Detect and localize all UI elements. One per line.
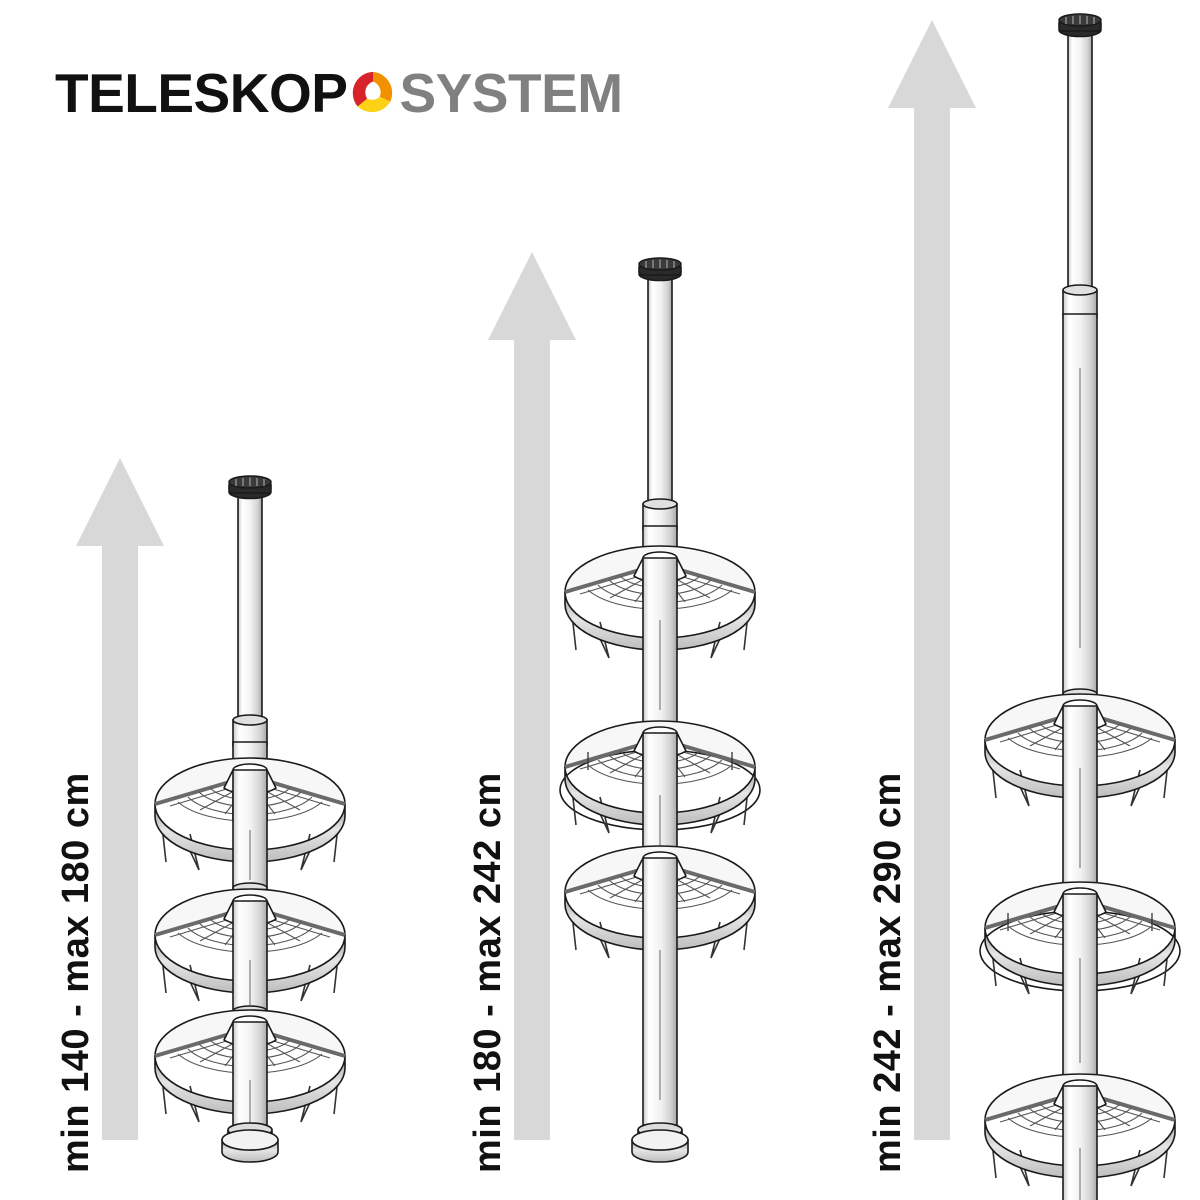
brand-word-teleskop: TELESKOP: [55, 61, 348, 124]
variant-label-3: min 242 - max 290 cm: [867, 772, 909, 1173]
variant-label-1: min 140 - max 180 cm: [55, 772, 97, 1173]
variant-column-2: min 180 - max 242 cm: [400, 0, 800, 1200]
telescopic-pole-2: [559, 257, 761, 1163]
variant-label-2: min 180 - max 242 cm: [467, 772, 509, 1173]
brand-word-system: SYSTEM: [399, 61, 623, 124]
height-arrow-3: [888, 20, 976, 1140]
brand-logo: TELESKOP SYSTEM: [55, 62, 623, 124]
variant-column-3: min 242 - max 290 cm: [800, 0, 1200, 1200]
height-arrow-1: [76, 458, 164, 1140]
telescopic-pole-3: [979, 13, 1181, 1200]
variant-column-1: min 140 - max 180 cm: [0, 0, 400, 1200]
height-arrow-2: [488, 252, 576, 1140]
ring-logo-icon: [353, 71, 393, 113]
telescopic-pole-1: [154, 475, 346, 1163]
